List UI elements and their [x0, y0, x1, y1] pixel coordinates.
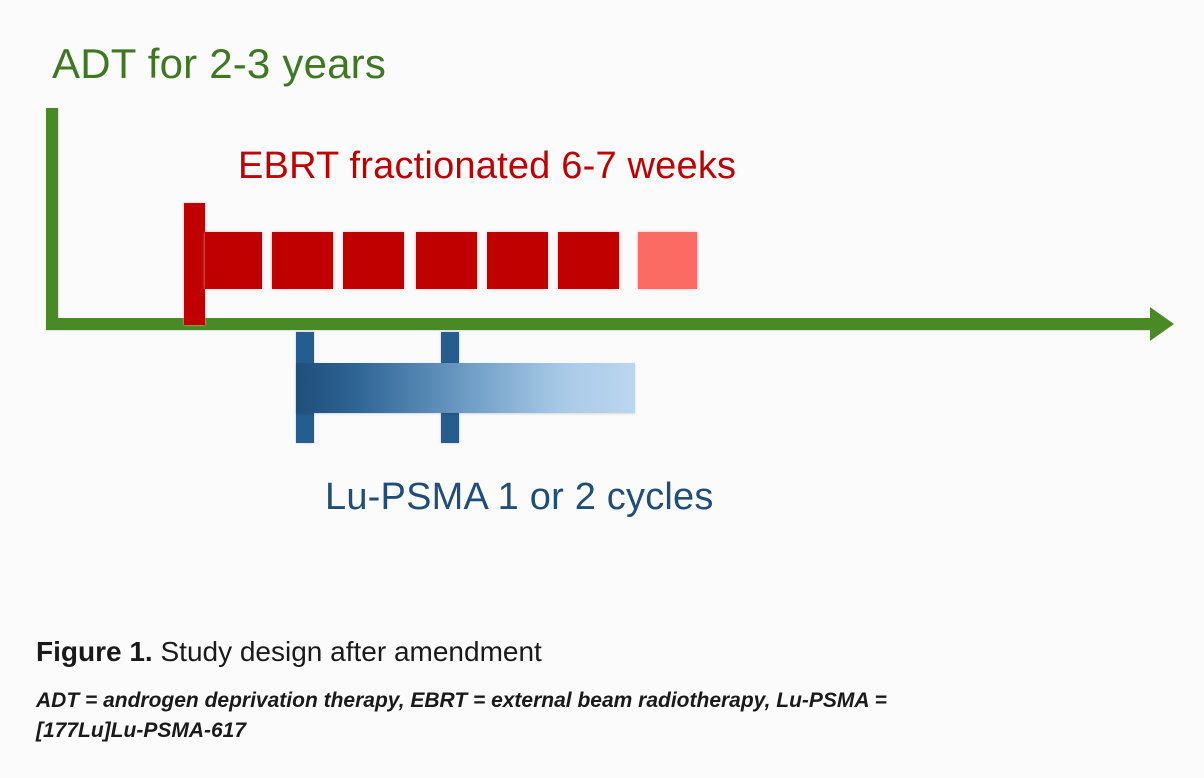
abbreviations-line-2: [177Lu]Lu-PSMA-617 [36, 718, 247, 742]
ebrt-block-week-2 [272, 232, 333, 289]
figure-caption-text: Study design after amendment [152, 636, 542, 667]
timeline-arrow-icon [1150, 307, 1174, 341]
timeline-vertical-axis [46, 108, 58, 328]
figure-number: Figure 1. [36, 636, 153, 667]
abbreviations-line-1: ADT = androgen deprivation therapy, EBRT… [36, 689, 887, 712]
ebrt-label: EBRT fractionated 6-7 weeks [238, 145, 737, 187]
ebrt-block-week-6 [558, 232, 619, 289]
ebrt-start-marker [184, 203, 205, 325]
figure-caption-title: Figure 1. Study design after amendment [36, 636, 542, 668]
ebrt-block-week-3 [343, 232, 404, 289]
lupsma-duration-bar [296, 363, 635, 413]
figure-abbreviations: ADT = androgen deprivation therapy, EBRT… [36, 686, 1146, 746]
ebrt-block-week-5 [487, 232, 548, 289]
adt-label: ADT for 2-3 years [52, 40, 387, 87]
ebrt-block-week-4 [416, 232, 477, 289]
lupsma-label: Lu-PSMA 1 or 2 cycles [325, 476, 714, 518]
ebrt-block-week-1 [205, 232, 262, 289]
timeline-horizontal-axis [46, 318, 1156, 330]
ebrt-block-week-7-optional [638, 232, 697, 289]
